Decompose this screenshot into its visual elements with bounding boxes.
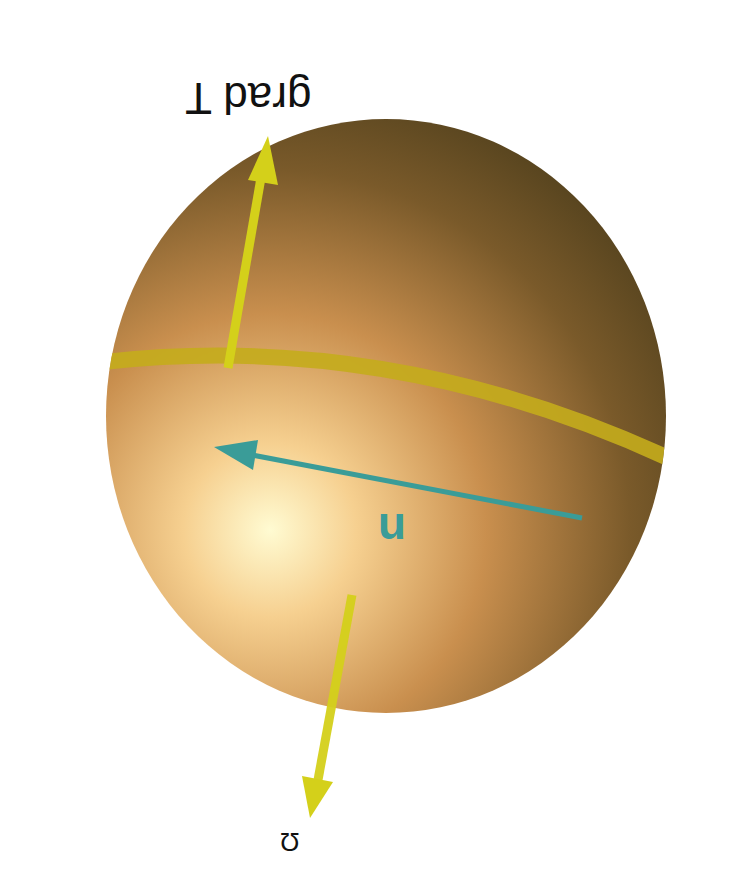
rotation-label: Ω (280, 829, 299, 855)
gradient-label: grad T (185, 76, 311, 120)
latitude-band (104, 356, 668, 458)
normal-label: n (378, 507, 406, 553)
grad-t-arrow (228, 136, 278, 368)
omega-arrow (302, 595, 352, 818)
